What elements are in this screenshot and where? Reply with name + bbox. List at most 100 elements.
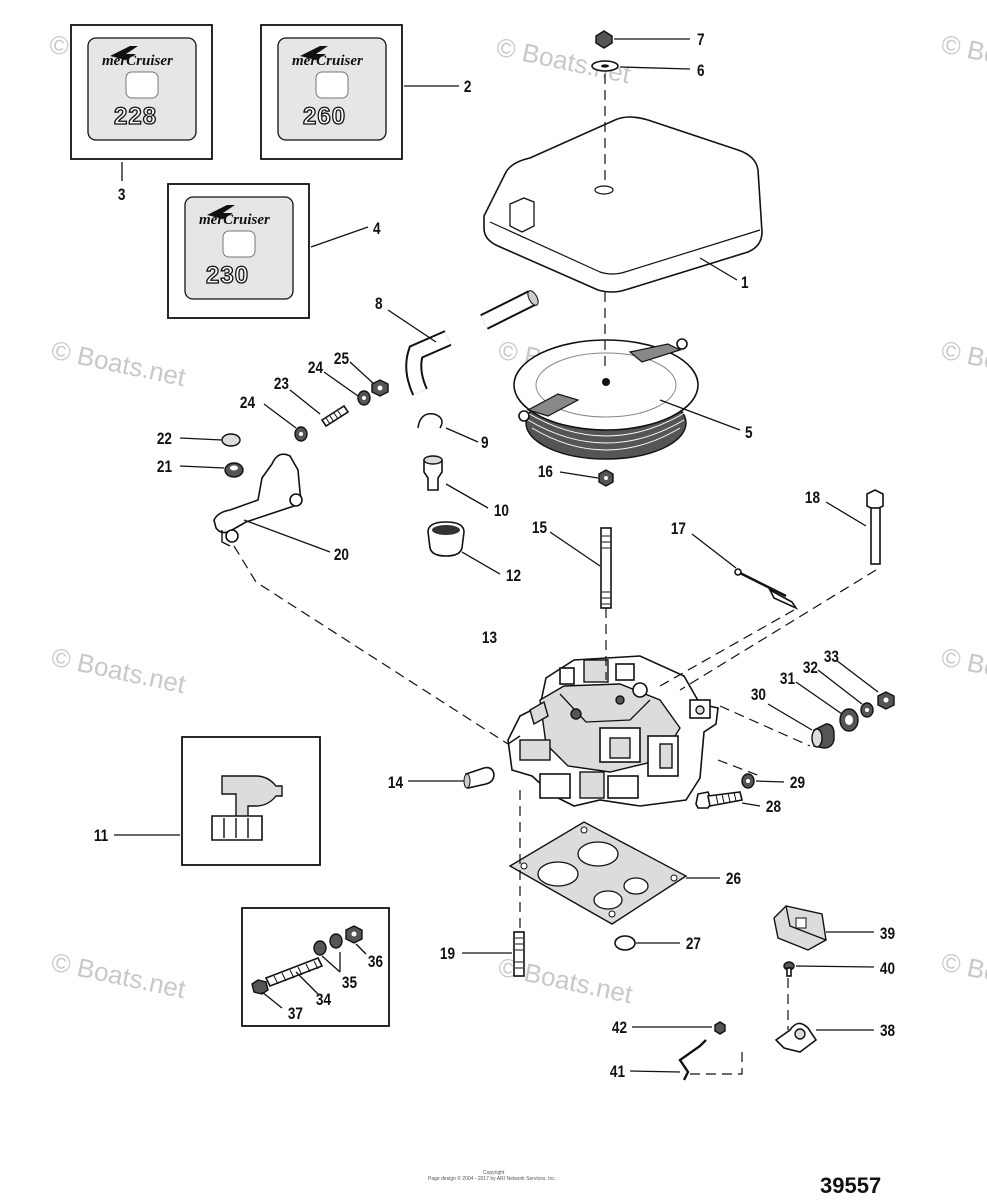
watermark: © Boats.net bbox=[939, 642, 987, 700]
callout-14: 14 bbox=[388, 774, 404, 793]
watermark: © Boats.net bbox=[939, 29, 987, 87]
leader-lines bbox=[114, 38, 879, 1073]
callout-15: 15 bbox=[532, 519, 548, 538]
callout-7: 7 bbox=[697, 31, 705, 50]
flame-arrestor bbox=[513, 338, 699, 460]
decal-260: merCruiser 260 bbox=[260, 24, 403, 160]
washer bbox=[591, 60, 619, 72]
washer-31 bbox=[839, 708, 859, 732]
nut-22 bbox=[221, 433, 241, 447]
callout-25: 25 bbox=[334, 350, 350, 369]
callout-4: 4 bbox=[373, 220, 381, 239]
watermark: © Boats.net bbox=[939, 947, 987, 1005]
bolt-18 bbox=[866, 489, 884, 565]
callout-19: 19 bbox=[440, 945, 455, 964]
callout-6: 6 bbox=[697, 62, 705, 81]
assembly-lines bbox=[233, 74, 877, 1075]
bolt-28 bbox=[695, 791, 743, 809]
plug-27 bbox=[614, 935, 636, 951]
callout-31: 31 bbox=[780, 670, 796, 689]
watermark: © Boats.net bbox=[49, 335, 189, 393]
callouts: 7 6 2 3 4 1 8 25 24 23 24 5 9 22 21 16 1… bbox=[94, 31, 896, 1082]
nut-21 bbox=[224, 462, 244, 478]
callout-1: 1 bbox=[741, 274, 749, 293]
stud-23 bbox=[320, 404, 350, 428]
decal-number-text: 260 bbox=[303, 103, 346, 130]
inset-box-11 bbox=[181, 736, 321, 866]
washer-32 bbox=[860, 702, 874, 718]
callout-10: 10 bbox=[494, 502, 509, 521]
callout-35: 35 bbox=[342, 974, 358, 993]
watermark: © Boats.net bbox=[49, 642, 189, 700]
callout-16: 16 bbox=[538, 463, 553, 482]
wing-nut bbox=[595, 30, 613, 49]
callout-23: 23 bbox=[274, 375, 289, 394]
callout-41: 41 bbox=[610, 1063, 626, 1082]
decal-brand-text: merCruiser bbox=[292, 53, 363, 69]
callout-17: 17 bbox=[671, 520, 686, 539]
callout-39: 39 bbox=[880, 925, 895, 944]
callout-27: 27 bbox=[686, 935, 701, 954]
decal-228: merCruiser 228 bbox=[70, 24, 213, 160]
callout-8: 8 bbox=[375, 295, 383, 314]
decal-brand-text: merCruiser bbox=[199, 212, 270, 228]
carburetor-gasket bbox=[508, 821, 688, 925]
screw-40 bbox=[783, 961, 795, 977]
callout-42: 42 bbox=[612, 1019, 627, 1038]
spacer-30 bbox=[811, 723, 835, 749]
callout-30: 30 bbox=[751, 686, 766, 705]
hose-clamp bbox=[417, 413, 443, 429]
callout-20: 20 bbox=[334, 546, 349, 565]
inset-box-hardware bbox=[241, 907, 390, 1027]
decal-230: merCruiser 230 bbox=[167, 183, 310, 319]
callout-37: 37 bbox=[288, 1005, 303, 1024]
vent-hose bbox=[405, 290, 539, 396]
callout-38: 38 bbox=[880, 1022, 896, 1041]
nut-42 bbox=[714, 1021, 726, 1035]
callout-34: 34 bbox=[316, 991, 332, 1010]
callout-26: 26 bbox=[726, 870, 741, 889]
lockwasher-29 bbox=[741, 773, 755, 789]
callout-2: 2 bbox=[464, 78, 472, 97]
choke-link bbox=[734, 568, 799, 610]
nut-16 bbox=[598, 469, 614, 487]
callout-22: 22 bbox=[157, 430, 172, 449]
callout-40: 40 bbox=[880, 960, 895, 979]
clamp-38 bbox=[774, 1022, 818, 1053]
callout-28: 28 bbox=[766, 798, 782, 817]
elbow-fitting bbox=[423, 455, 443, 491]
throttle-bracket bbox=[213, 453, 303, 547]
copyright-line-1: Copyright bbox=[483, 1170, 505, 1176]
callout-12: 12 bbox=[506, 567, 521, 586]
air-cleaner-cover bbox=[483, 116, 763, 293]
watermark: © Boats.net bbox=[494, 32, 634, 90]
decal-number-text: 230 bbox=[206, 262, 249, 289]
decal-number-text: 228 bbox=[114, 103, 157, 130]
callout-11: 11 bbox=[94, 827, 109, 846]
washer-24a bbox=[294, 426, 308, 442]
callout-21: 21 bbox=[157, 458, 173, 477]
nut-25 bbox=[371, 379, 389, 397]
nut-33 bbox=[877, 691, 895, 710]
callout-5: 5 bbox=[745, 424, 753, 443]
bracket-39 bbox=[773, 905, 827, 951]
callout-36: 36 bbox=[368, 953, 383, 972]
choke-rod bbox=[678, 1039, 707, 1081]
callout-18: 18 bbox=[805, 489, 821, 508]
watermark: © Boats.net bbox=[939, 335, 987, 393]
callout-32: 32 bbox=[803, 659, 818, 678]
callout-33: 33 bbox=[824, 648, 839, 667]
plug-cap bbox=[427, 521, 465, 557]
callout-24-lower: 24 bbox=[240, 394, 256, 413]
stud-19 bbox=[513, 931, 525, 977]
copyright-line-2: Page design © 2004 - 2017 by ARI Network… bbox=[428, 1175, 556, 1182]
figure-number: 39557 bbox=[820, 1173, 881, 1198]
callout-29: 29 bbox=[790, 774, 805, 793]
callout-3: 3 bbox=[118, 186, 126, 205]
callout-13: 13 bbox=[482, 629, 497, 648]
stud-15 bbox=[600, 527, 612, 609]
decal-brand-text: merCruiser bbox=[102, 53, 173, 69]
watermark: © Boats.net bbox=[49, 947, 189, 1005]
carburetor bbox=[507, 655, 719, 807]
